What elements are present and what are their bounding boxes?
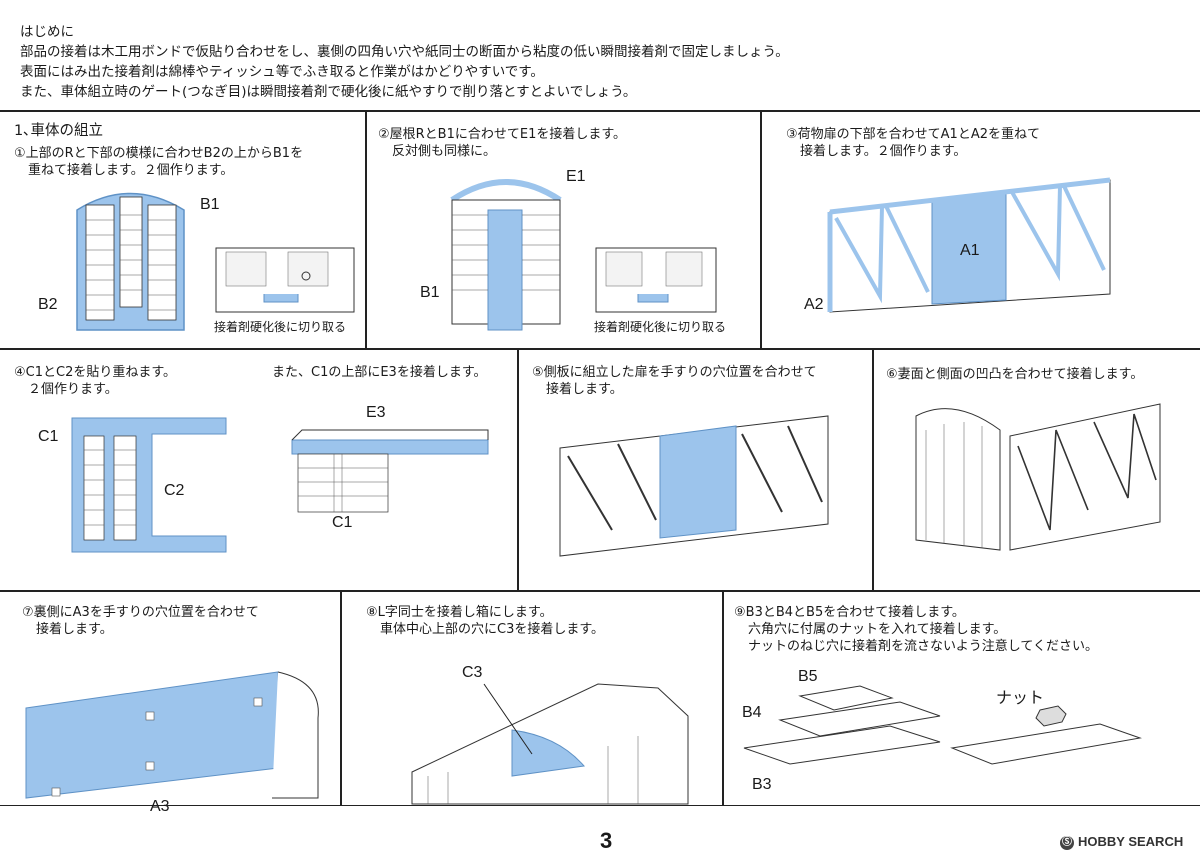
label-a1: A1 — [960, 242, 980, 259]
step9-line1: ⑨B3とB4とB5を合わせて接着します。 — [734, 605, 965, 620]
intro-heading: はじめに — [20, 24, 74, 40]
watermark-logo-icon: Ⓢ — [1060, 835, 1074, 850]
step5-line1: ⑤側板に組立した扉を手すりの穴位置を合わせて — [532, 365, 817, 380]
step2-note: 接着剤硬化後に切り取る — [594, 320, 727, 334]
label-c1: C1 — [38, 428, 59, 445]
step3-line2: 接着します。２個作ります。 — [800, 144, 967, 159]
step4-line1: ④C1とC2を貼り重ねます。 — [14, 365, 177, 380]
label-c3: C3 — [462, 664, 483, 681]
divider-row1 — [0, 348, 1200, 350]
step4-line2: ２個作ります。 — [28, 382, 118, 397]
divider-v4 — [872, 348, 874, 590]
label-b1: B1 — [200, 196, 220, 213]
step1-detail-drawing — [215, 247, 355, 313]
divider-v1 — [365, 110, 367, 348]
step1-line2: 重ねて接着します。２個作ります。 — [28, 163, 234, 178]
step3-line1: ③荷物扉の下部を合わせてA1とA2を重ねて — [786, 127, 1040, 142]
label-a3: A3 — [150, 798, 170, 815]
divider-v2 — [760, 110, 762, 348]
divider-row2 — [0, 590, 1200, 592]
label-b5: B5 — [798, 668, 818, 685]
step1-panel-drawing — [76, 192, 185, 331]
step9-line2: 六角穴に付属のナットを入れて接着します。 — [748, 622, 1007, 637]
step4-e3-drawing — [291, 429, 489, 513]
step9-line3: ナットのねじ穴に接着剤を流さないよう注意してください。 — [748, 639, 1098, 654]
step5-panel-drawing — [559, 415, 829, 557]
step1-title: 1､車体の組立 — [14, 123, 103, 139]
step8-line1: ⑧L字同士を接着し箱にします。 — [366, 605, 553, 620]
step6-line1: ⑥妻面と側面の凹凸を合わせて接着します。 — [886, 367, 1144, 382]
label-b4: B4 — [742, 704, 762, 721]
step7-line2: 接着します。 — [36, 622, 113, 637]
step6-assembly-drawing — [915, 403, 1161, 551]
label-nut: ナット — [996, 690, 1045, 707]
step3-panel-drawing — [827, 177, 1111, 313]
step1-note: 接着剤硬化後に切り取る — [214, 320, 347, 334]
watermark-text: HOBBY SEARCH — [1078, 834, 1184, 849]
step7-panel-drawing — [25, 671, 319, 799]
step4-panel-drawing — [71, 417, 227, 553]
step7-line1: ⑦裏側にA3を手すりの穴位置を合わせて — [22, 605, 259, 620]
step2-line1: ②屋根RとB1に合わせてE1を接着します。 — [378, 127, 627, 142]
label-e1: E1 — [566, 168, 586, 185]
label-e3: E3 — [366, 404, 386, 421]
step8-leader-line — [483, 683, 533, 755]
step4-line3: また、C1の上部にE3を接着します。 — [272, 365, 487, 380]
divider-v5 — [340, 590, 342, 805]
label-a2: A2 — [804, 296, 824, 313]
step2-detail-drawing — [595, 247, 717, 313]
divider-v3 — [517, 348, 519, 590]
label-b2: B2 — [38, 296, 58, 313]
intro-text: はじめに 部品の接着は木工用ボンドで仮貼り合わせをし、裏側の四角い穴や紙同士の断… — [20, 22, 789, 102]
step5-line2: 接着します。 — [546, 382, 623, 397]
divider-v6 — [722, 590, 724, 805]
step1-line1: ①上部のRと下部の模様に合わせB2の上からB1を — [14, 146, 304, 161]
label-b1-step2: B1 — [420, 284, 440, 301]
step8-box-drawing — [411, 683, 689, 805]
step2-panel-drawing — [450, 179, 562, 331]
label-c2: C2 — [164, 482, 185, 499]
intro-line-1: 部品の接着は木工用ボンドで仮貼り合わせをし、裏側の四角い穴や紙同士の断面から粘度… — [20, 44, 789, 60]
divider-bottom — [0, 805, 1200, 806]
watermark: Ⓢ HOBBY SEARCH — [1060, 834, 1183, 850]
step9-plates-drawing — [743, 685, 1142, 765]
label-c1-step4b: C1 — [332, 514, 353, 531]
divider-top — [0, 110, 1200, 112]
step2-line2: 反対側も同様に。 — [392, 144, 497, 159]
step8-line2: 車体中心上部の穴にC3を接着します。 — [380, 622, 605, 637]
intro-line-3: また、車体組立時のゲート(つなぎ目)は瞬間接着剤で硬化後に紙やすりで削り落とすと… — [20, 84, 637, 100]
label-b3: B3 — [752, 776, 772, 793]
intro-line-2: 表面にはみ出た接着剤は綿棒やティッシュ等でふき取ると作業がはかどりやすいです。 — [20, 64, 544, 80]
page-number: 3 — [600, 828, 613, 853]
